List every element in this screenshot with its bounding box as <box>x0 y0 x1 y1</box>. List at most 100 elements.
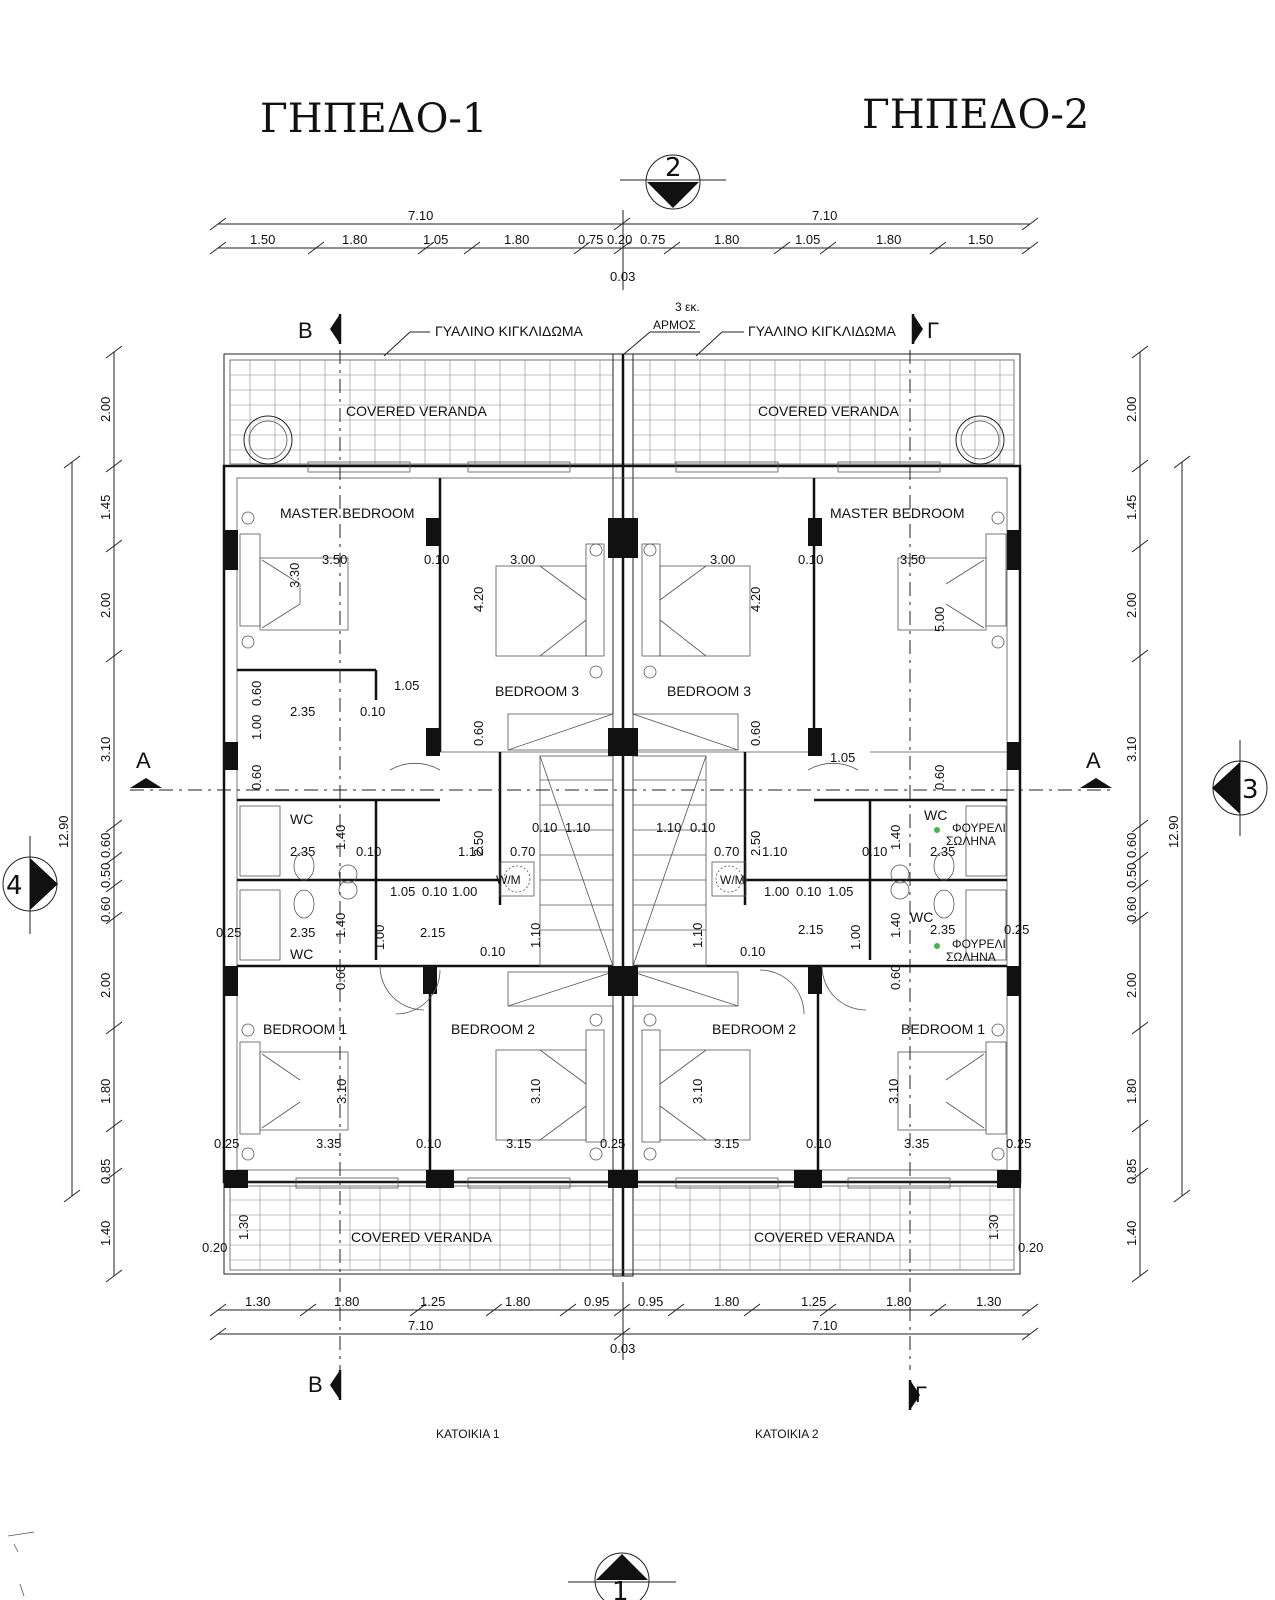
room-covered-veranda-1: COVERED VERANDA <box>346 403 487 419</box>
dim-in-q1: 3.35 <box>316 1136 341 1151</box>
interior-dimensions: 3.50 0.10 3.00 3.00 0.10 3.50 1.05 2.35 … <box>202 552 1043 1255</box>
room-wc-2a: WC <box>924 807 947 823</box>
dim-in-d1: 3.30 <box>287 563 302 588</box>
dim-in-g2: 0.60 <box>249 765 264 790</box>
section-marker-right: 3 <box>1212 740 1268 836</box>
bottom-dimension-chain: 1.30 1.80 1.25 1.80 0.95 0.95 1.80 1.25 … <box>209 1282 1039 1360</box>
dim-bot-total-1: 7.10 <box>408 1318 433 1333</box>
dim-in-s3: 3.10 <box>690 1079 705 1104</box>
dim-vr-0: 2.00 <box>1124 397 1139 422</box>
section-cut-g-bottom: Γ <box>908 1380 927 1410</box>
dim-bot-r-3: 1.80 <box>886 1294 911 1309</box>
dim-in-p3: 0.25 <box>214 1136 239 1151</box>
section-g-bottom-label: Γ <box>915 1382 927 1407</box>
dim-in-b9: 0.10 <box>796 884 821 899</box>
room-master-bedroom-2: MASTER BEDROOM <box>830 505 965 521</box>
dim-in-m3: 1.10 <box>656 820 681 835</box>
dim-in-m1: 1.10 <box>458 844 483 859</box>
dim-in-u1: 1.30 <box>236 1215 251 1240</box>
joint-note-line1: 3 εκ. <box>675 300 700 314</box>
dim-top-r-0: 0.75 <box>640 232 665 247</box>
dim-in-s2: 3.10 <box>528 1079 543 1104</box>
dim-vr-6: 0.60 <box>1124 897 1139 922</box>
building-walls <box>222 353 1022 1277</box>
dim-in-g7: 0.60 <box>888 965 903 990</box>
dim-in-p1: 0.25 <box>216 925 241 940</box>
dim-in-b12: 0.10 <box>416 1136 441 1151</box>
room-wc-1a: WC <box>290 811 313 827</box>
section-a-left-label: A <box>136 748 151 773</box>
dim-in-h3: 1.05 <box>390 884 415 899</box>
dim-in-h2: 1.05 <box>830 750 855 765</box>
dim-in-a2: 3.50 <box>900 552 925 567</box>
dim-in-o2: 2.15 <box>798 922 823 937</box>
section-g-top-label: Γ <box>927 318 939 343</box>
dim-in-a1: 3.50 <box>322 552 347 567</box>
dim-top-r-1: 1.80 <box>714 232 739 247</box>
dim-in-b8: 0.10 <box>422 884 447 899</box>
dim-bot-r-4: 1.30 <box>976 1294 1001 1309</box>
dim-vr-8: 1.80 <box>1124 1079 1139 1104</box>
dim-bot-r-1: 1.80 <box>714 1294 739 1309</box>
dim-in-t2: 0.20 <box>1018 1240 1043 1255</box>
section-marker-left: 4 <box>2 836 58 934</box>
dim-top-l-3: 1.80 <box>504 232 529 247</box>
joint-note-line2: ΑΡΜΟΣ <box>653 318 696 332</box>
dim-v-7: 2.00 <box>98 973 113 998</box>
dim-bot-total-2: 7.10 <box>812 1318 837 1333</box>
dim-vr-7: 2.00 <box>1124 973 1139 998</box>
section-b-bottom-label: B <box>308 1372 323 1397</box>
dim-in-g6: 0.60 <box>333 965 348 990</box>
dim-v-4: 0.60 <box>98 833 113 858</box>
dim-in-p4: 0.25 <box>600 1136 625 1151</box>
dim-vr-1: 1.45 <box>1124 495 1139 520</box>
dim-in-s4: 3.10 <box>886 1079 901 1104</box>
dim-in-k3: 1.40 <box>888 825 903 850</box>
dim-v-2: 2.00 <box>98 593 113 618</box>
room-covered-veranda-4: COVERED VERANDA <box>754 1229 895 1245</box>
dim-v-10: 1.40 <box>98 1221 113 1246</box>
dim-v-6: 0.60 <box>98 897 113 922</box>
dim-vr-9: 0.85 <box>1124 1159 1139 1184</box>
dim-in-b5: 0.10 <box>532 820 557 835</box>
dim-v-0: 2.00 <box>98 397 113 422</box>
dim-joint-bottom: 0.03 <box>610 1341 635 1356</box>
boiler-note-1a: ΦΟΥΡΕΛΙ <box>952 821 1006 835</box>
room-bedroom1-2: BEDROOM 1 <box>901 1021 985 1037</box>
boiler-note-2b: ΣΩΛΗΝΑ <box>946 950 996 964</box>
section-a-right-label: A <box>1086 748 1101 773</box>
section-cut-b-bottom: B <box>308 1370 342 1400</box>
top-dimension-chain: 7.10 7.10 1.50 1.80 1.05 1.80 0.75 0.20 … <box>209 208 1039 290</box>
dim-in-j1: 1.00 <box>452 884 477 899</box>
railing-note-right: ΓΥΑΛΙΝΟ ΚΙΓΚΛΙΔΩΜΑ <box>748 323 896 339</box>
room-wc-2b: WC <box>910 909 933 925</box>
dim-in-l2: 2.50 <box>748 831 763 856</box>
dim-in-i4: 2.35 <box>290 925 315 940</box>
section-marker-top: 2 <box>620 153 726 210</box>
dim-top-l-0: 1.50 <box>250 232 275 247</box>
room-bedroom3-2: BEDROOM 3 <box>667 683 751 699</box>
room-labels: COVERED VERANDA COVERED VERANDA MASTER B… <box>263 403 1006 1245</box>
dim-bot-r-0: 0.95 <box>638 1294 663 1309</box>
dim-top-r-3: 1.80 <box>876 232 901 247</box>
dim-vr-2: 2.00 <box>1124 593 1139 618</box>
dim-in-r2: 3.15 <box>714 1136 739 1151</box>
plot-2-title: ΓΗΠΕΔΟ-2 <box>862 92 1089 138</box>
section-cut-a: A A <box>130 748 1112 791</box>
dim-in-p2: 0.25 <box>1004 922 1029 937</box>
dim-bot-l-1: 1.80 <box>334 1294 359 1309</box>
dim-bot-l-3: 1.80 <box>505 1294 530 1309</box>
dim-in-i5: 2.35 <box>930 922 955 937</box>
dim-in-h4: 1.05 <box>828 884 853 899</box>
boiler-note-1b: ΣΩΛΗΝΑ <box>946 834 996 848</box>
marker-top-number: 2 <box>665 153 682 183</box>
dim-in-g4: 0.60 <box>748 721 763 746</box>
dim-in-j3: 1.00 <box>249 715 264 740</box>
dim-in-q2: 3.35 <box>904 1136 929 1151</box>
dim-in-k2: 1.40 <box>333 913 348 938</box>
dim-top-r-2: 1.05 <box>795 232 820 247</box>
dim-in-o1: 2.15 <box>420 925 445 940</box>
dim-in-t1: 0.20 <box>202 1240 227 1255</box>
dim-bot-l-4: 0.95 <box>584 1294 609 1309</box>
dim-in-k4: 1.40 <box>888 913 903 938</box>
